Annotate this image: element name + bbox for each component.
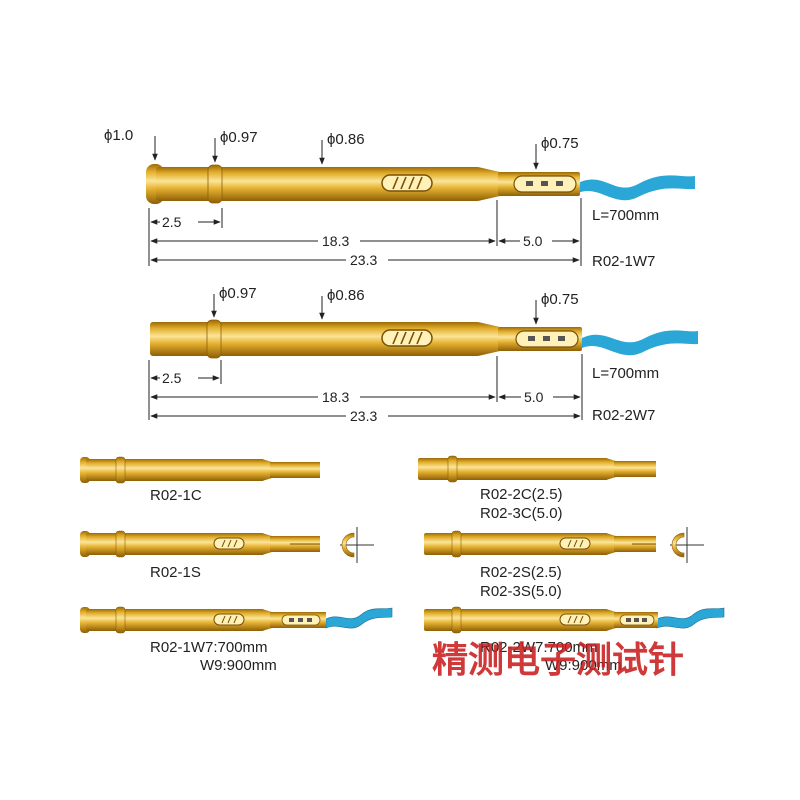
label-r02-2w7: R02-2W7:700mm [480,639,598,656]
label-model: R02-2W7 [592,407,655,424]
probe-r02-1w7: ϕ1.0 ϕ0.97 ϕ0.86 ϕ0.75 2.5 18.3 5.0 23.3… [104,127,695,270]
label-r02-2c: R02-2C(2.5) [480,486,563,503]
label-r02-2s: R02-2S(2.5) [480,564,562,581]
probe-r02-2w7: ϕ0.97 ϕ0.86 ϕ0.75 2.5 18.3 5.0 23.3 L=70… [148,285,698,425]
probe-taper [478,167,500,201]
label-d-tail: ϕ0.75 [541,135,579,152]
probe-taper [478,322,500,356]
dim-body: 18.3 [322,233,349,249]
label-d-head: ϕ1.0 [104,127,133,144]
dim-body: 18.3 [322,389,349,405]
variant-r02-2w7: R02-2W7:700mm W9:900mm [424,606,725,674]
label-r02-2w9: W9:900mm [545,657,622,674]
label-wire-length: L=700mm [592,207,659,224]
label-r02-3c: R02-3C(5.0) [480,505,563,522]
dim-head: 2.5 [162,214,182,230]
label-d-body: ϕ0.86 [327,131,365,148]
watermark-text: 精测电子测试针 [432,639,684,681]
label-r02-1s: R02-1S [150,564,201,581]
label-wire-length: L=700mm [592,365,659,382]
wire [582,330,698,356]
dim-total: 23.3 [350,408,377,424]
label-r02-1c: R02-1C [150,487,202,504]
cross-section-icon [670,527,704,563]
variant-r02-2s: R02-2S(2.5) R02-3S(5.0) [424,527,704,600]
variant-r02-1w7: R02-1W7:700mm W9:900mm [80,606,393,674]
dim-total: 23.3 [350,252,377,268]
probe-collar [207,164,223,204]
label-d-collar: ϕ0.97 [219,285,257,302]
probe-collar [206,319,222,359]
dim-tail: 5.0 [524,389,544,405]
label-d-body: ϕ0.86 [327,287,365,304]
label-r02-3s: R02-3S(5.0) [480,583,562,600]
probe-slot [381,329,433,347]
label-d-tail: ϕ0.75 [541,291,579,308]
dim-tail: 5.0 [523,233,543,249]
label-model: R02-1W7 [592,253,655,270]
variant-r02-2c: R02-2C(2.5) R02-3C(5.0) [418,455,656,522]
label-d-collar: ϕ0.97 [220,129,258,146]
variant-r02-1s: R02-1S [80,527,374,581]
label-r02-1w9: W9:900mm [200,657,277,674]
cross-section-icon [340,527,374,563]
dim-head: 2.5 [162,370,182,386]
probe-slot [381,174,433,192]
variant-r02-1c: R02-1C [80,456,320,504]
wire [578,175,695,201]
label-r02-1w7: R02-1W7:700mm [150,639,268,656]
